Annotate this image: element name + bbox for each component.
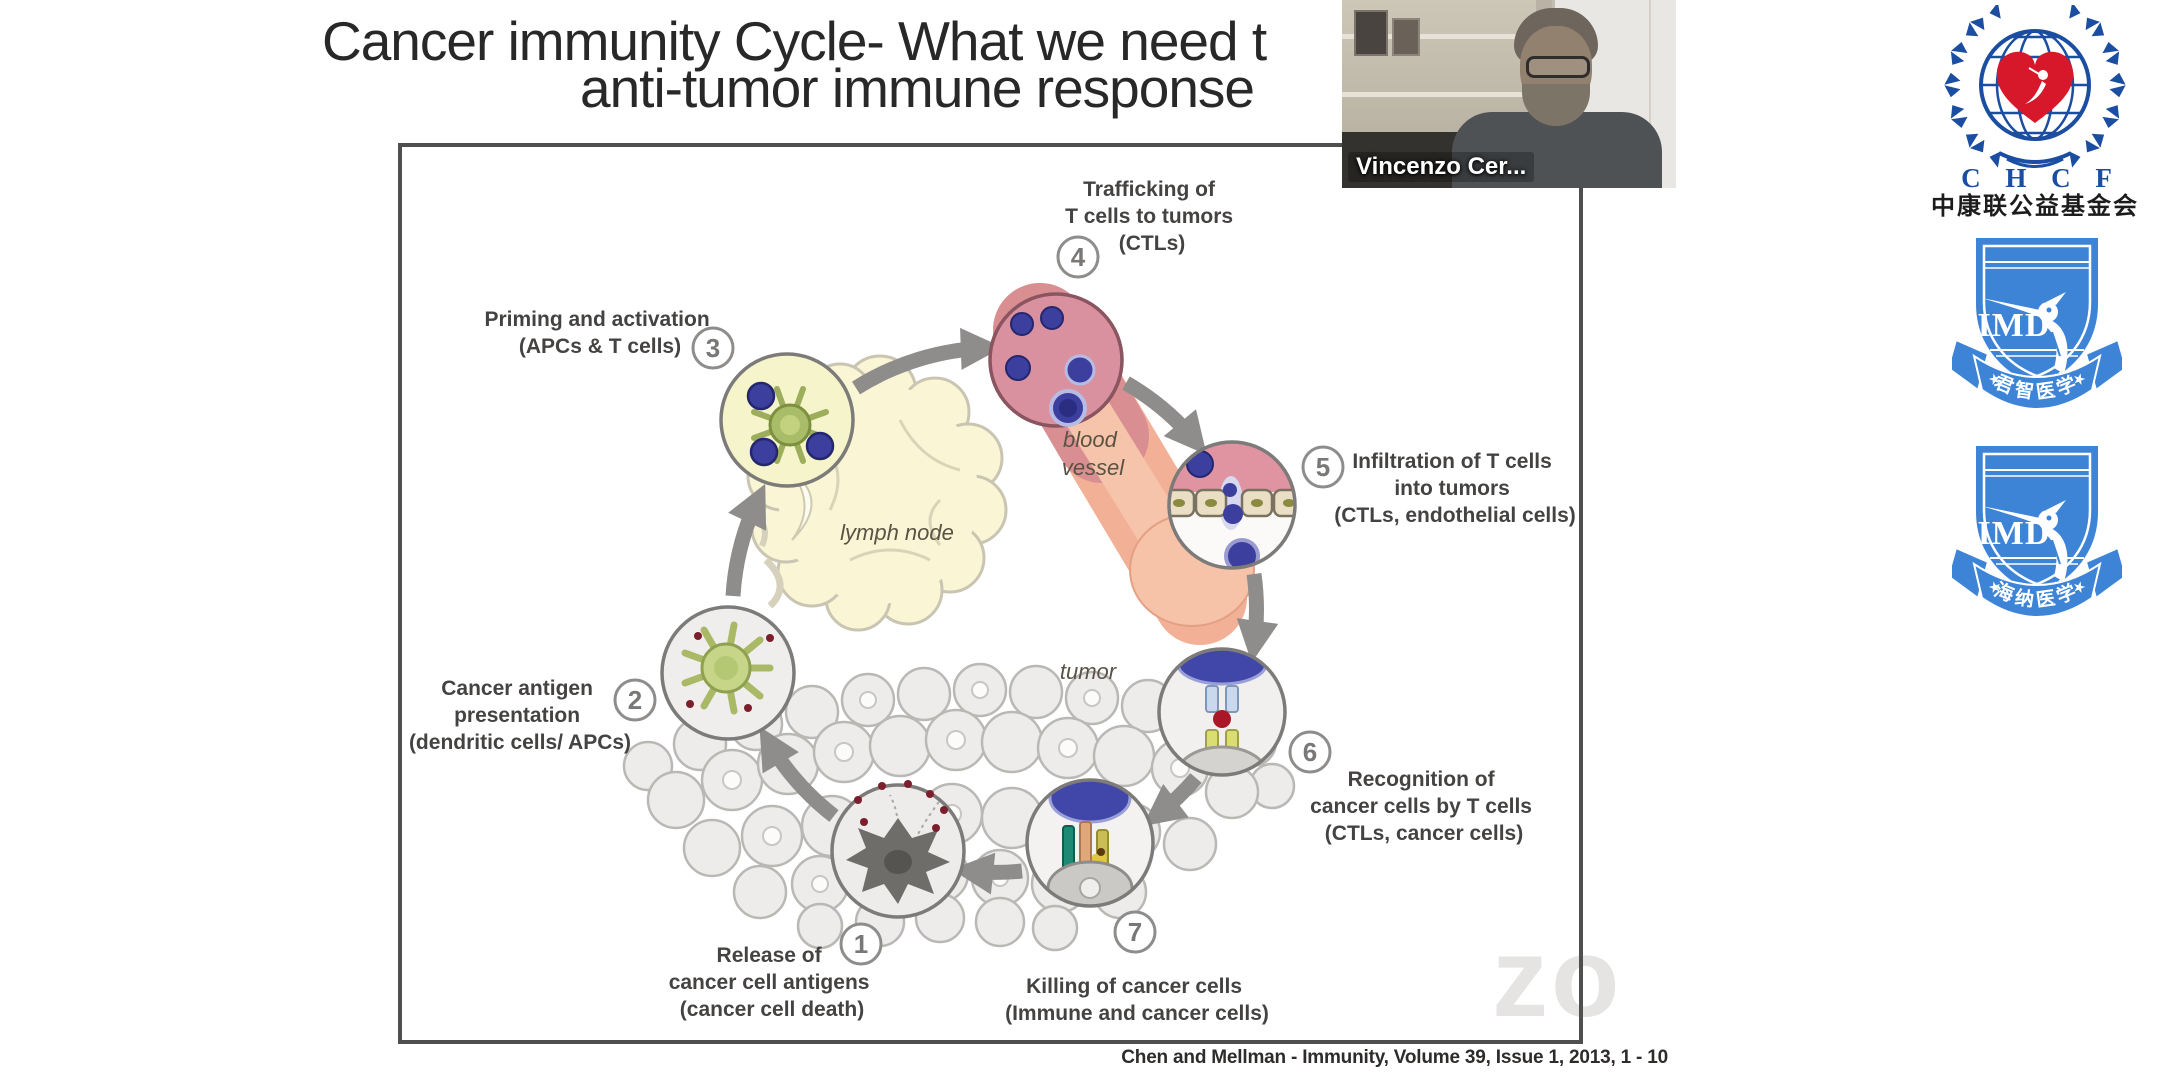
label-trafficking: Trafficking of T cells to tumors (CTLs) [1065,178,1239,255]
star-icon: ★ [1986,370,2003,390]
step-number: 7 [1128,917,1142,947]
slide-title-line1: Cancer immunity Cycle- What we need t [322,10,1267,72]
shelf-line [1342,92,1536,97]
imd-label: IMD [1978,515,2051,552]
step-number: 5 [1316,452,1330,482]
star-icon: ★ [2071,578,2088,598]
node-antigen-presentation [660,605,796,741]
kingfisher-bird-icon [1982,292,2068,385]
node-release-antigens [830,780,966,919]
label-killing: Killing of cancer cells (Immune and canc… [1005,975,1269,1025]
participant-name-label: Vincenzo Cer... [1348,152,1535,182]
photo-frame [1354,10,1388,56]
imd-label: IMD [1978,307,2051,344]
label-recognition: Recognition of cancer cells by T cells (… [1310,768,1538,845]
diagram-frame [398,143,1583,1044]
label-tumor: tumor [1060,659,1118,684]
star-icon: ★ [2071,370,2088,390]
speaker-glasses [1526,56,1590,78]
node-killing [1025,778,1155,908]
step-number: 3 [706,333,720,363]
anatomy-labels: blood vessel lymph node tumor [840,427,1125,684]
node-recognition [1157,647,1287,777]
node-infiltration [1167,440,1297,570]
chcf-acronym: C H C F [1961,163,2121,193]
slide-citation: Chen and Mellman - Immunity, Volume 39, … [1121,1047,1668,1068]
slide-title-line2: anti-tumor immune response [580,57,1255,119]
door-edge [1649,0,1652,188]
label-lymph-node: lymph node [840,520,954,545]
imd-badge-haina: IMD ★ ★ 海纳医学 [1952,446,2122,618]
zoom-watermark: zo [1492,915,1623,1040]
step-number-badges: 1 2 3 4 5 6 7 [613,235,1345,966]
label-priming: Priming and activation (APCs & T cells) [484,308,715,358]
chcf-chinese-name: 中康联公益基金会 [1931,192,2139,220]
photo-frame [1392,18,1420,56]
heart-icon [1996,51,2074,123]
label-presentation: Cancer antigen presentation (dendritic c… [409,677,631,754]
label-infiltration: Infiltration of T cells into tumors (CTL… [1334,450,1576,527]
step-number: 4 [1071,242,1086,272]
step-number: 1 [854,929,868,959]
step-labels: Release of cancer cell antigens (cancer … [409,178,1576,1025]
node-trafficking [988,292,1124,428]
chcf-logo: C H C F 中康联公益基金会 [1931,5,2139,220]
node-priming-activation [719,352,855,488]
laurel-wreath-icon [1944,5,2126,168]
label-blood-vessel: blood vessel [1062,427,1125,480]
step-number: 6 [1303,737,1317,767]
step-number: 2 [628,685,642,715]
imd-badge-junzhi: IMD ★ ★ 君智医学 [1952,238,2122,410]
star-icon: ★ [1986,578,2003,598]
shelf-line [1342,34,1536,39]
cycle-arrows [725,327,1279,895]
webcam-tile[interactable]: Vincenzo Cer... [1342,0,1676,188]
kingfisher-bird-icon [1982,500,2068,593]
label-release: Release of cancer cell antigens (cancer … [669,944,876,1021]
